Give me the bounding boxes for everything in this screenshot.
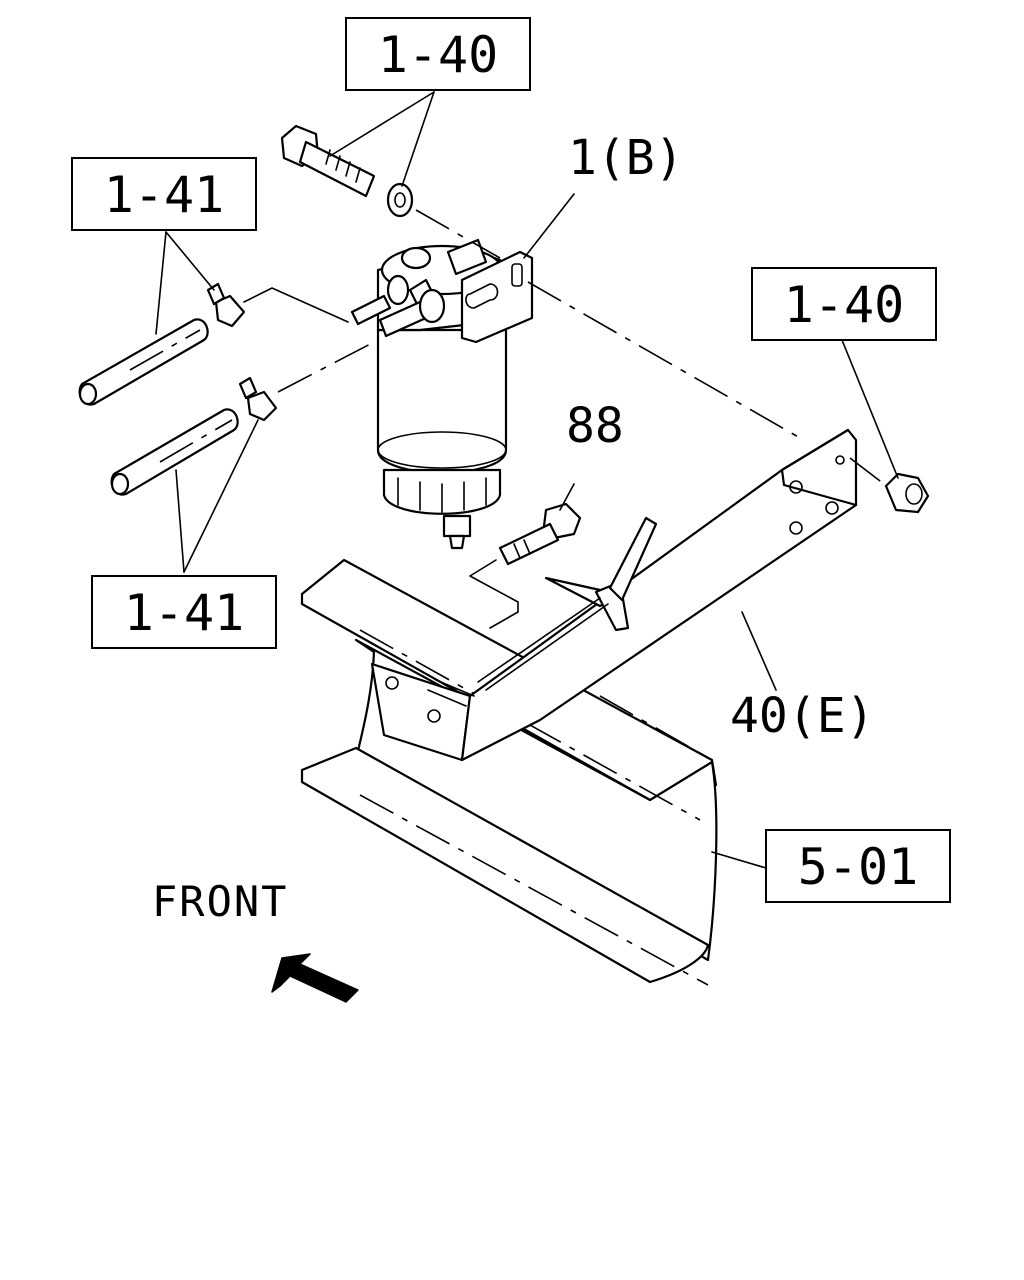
callout-right-nut: 1-40: [751, 267, 937, 341]
callout-upper-hose: 1-41: [71, 157, 257, 231]
callout-frame-text: 5-01: [798, 838, 918, 896]
leader-lines: [155, 91, 899, 869]
callout-upper-hose-text: 1-41: [104, 166, 224, 224]
callout-lower-hose-text: 1-41: [124, 584, 244, 642]
label-bracket: 40(E): [730, 688, 875, 744]
label-bolt: 88: [566, 398, 624, 454]
upper-hose: [78, 282, 349, 406]
fuel-filter-assembly: [350, 238, 534, 550]
lower-hose: [110, 339, 379, 496]
callout-top-bolt-text: 1-40: [378, 26, 498, 84]
label-filter-assembly: 1(B): [568, 130, 684, 186]
callout-lower-hose: 1-41: [91, 575, 277, 649]
callout-right-nut-text: 1-40: [784, 276, 904, 334]
top-bolt: [280, 124, 501, 259]
wire-clip: [477, 516, 658, 691]
bolt-88: [469, 502, 582, 629]
callout-top-bolt: 1-40: [345, 17, 531, 91]
callout-frame: 5-01: [765, 829, 951, 903]
front-label: FRONT: [152, 877, 288, 926]
bracket: [370, 428, 858, 762]
right-nut: [849, 457, 930, 514]
front-arrow-icon: [271, 953, 359, 1003]
